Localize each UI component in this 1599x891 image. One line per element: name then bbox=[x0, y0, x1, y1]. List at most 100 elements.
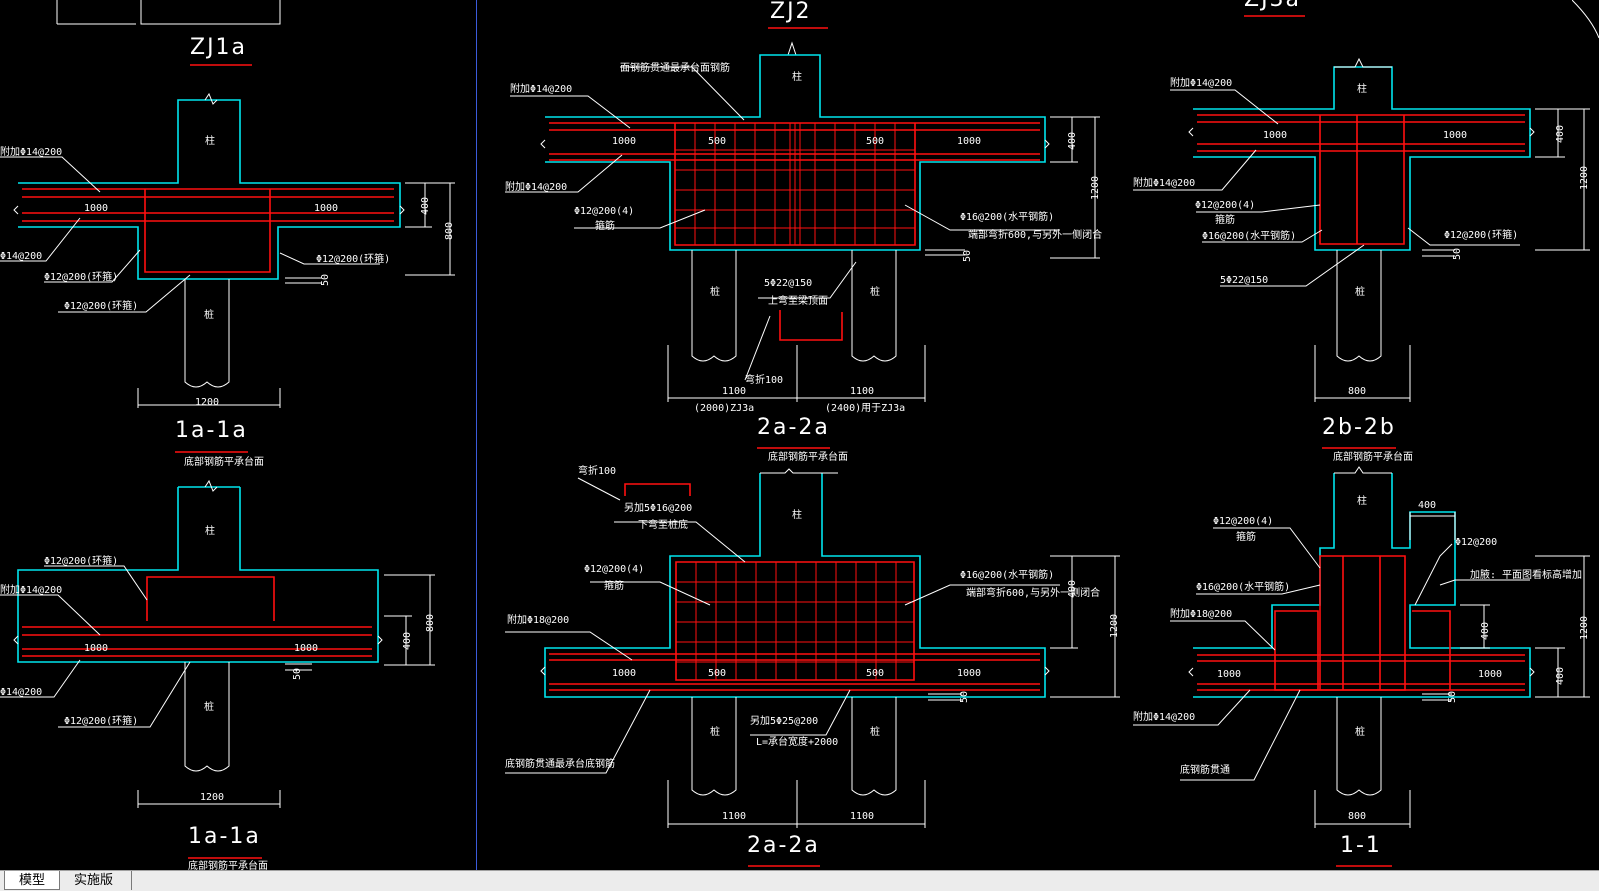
dim-400-mid: 400 bbox=[1480, 622, 1491, 640]
label-stirrup-2: 箍筋 bbox=[1236, 530, 1256, 543]
dim-1200: 1200 bbox=[1579, 166, 1590, 190]
label-add14-a: 附加Φ14@200 bbox=[510, 82, 572, 95]
label-bottom: 底钢筋贯通最承台底钢筋 bbox=[505, 757, 615, 770]
label-bar25: 另加5Φ25@200 bbox=[750, 715, 818, 727]
dim-1000-left: 1000 bbox=[1217, 669, 1241, 680]
title-1a-1a-bottom: 1a-1a bbox=[188, 824, 261, 849]
dim-1000-left: 1000 bbox=[612, 668, 636, 679]
label-column: 柱 bbox=[792, 508, 802, 521]
label-horiz: Φ16@200(水平钢筋) bbox=[960, 210, 1054, 223]
label-ring12-b: Φ12@200(环箍) bbox=[64, 299, 138, 312]
label-pile-right: 桩 bbox=[870, 285, 880, 298]
dim-1000-right: 1000 bbox=[1443, 130, 1467, 141]
label-column: 柱 bbox=[1357, 82, 1367, 95]
subtitle-1a-top: 底部钢筋平承台面 bbox=[184, 455, 264, 468]
dim-50: 50 bbox=[292, 668, 303, 680]
label-stirrup: Φ12@200(4) bbox=[574, 206, 634, 217]
label-bar25-b: L=承台宽度+2000 bbox=[756, 735, 838, 748]
label-add14-b: 附加Φ14@200 bbox=[505, 180, 567, 193]
label-pile: 桩 bbox=[204, 700, 214, 713]
label-bar16-b: 下弯至桩底 bbox=[638, 518, 688, 531]
dim-1000-right: 1000 bbox=[957, 136, 981, 147]
label-add14-a: 附加Φ14@200 bbox=[0, 583, 62, 596]
dim-800: 800 bbox=[1348, 811, 1366, 822]
label-add18: 附加Φ18@200 bbox=[507, 613, 569, 626]
label-column: 柱 bbox=[1357, 494, 1367, 507]
label-top-face: 面钢筋贯通最承台面钢筋 bbox=[620, 61, 730, 74]
label-add14-b: Φ14@200 bbox=[0, 687, 42, 698]
label-bar22: 5Φ22@150 bbox=[764, 278, 812, 289]
dim-1200: 1200 bbox=[1090, 176, 1101, 200]
title-zj2: ZJ2 bbox=[770, 0, 812, 24]
detail-1-1: Φ12@200(4) 箍筋 Φ16@200(水平钢筋) 附加Φ18@200 附加… bbox=[1133, 466, 1590, 867]
label-pile-left: 桩 bbox=[710, 725, 720, 738]
label-bottom: 底钢筋贯通 bbox=[1180, 763, 1230, 776]
title-1-1: 1-1 bbox=[1340, 833, 1382, 858]
dim-500-left: 500 bbox=[708, 668, 726, 679]
label-pile: 桩 bbox=[1355, 285, 1365, 298]
label-ring: Φ12@200 bbox=[1455, 537, 1497, 548]
subtitle-2a-top: 底部钢筋平承台面 bbox=[768, 450, 848, 463]
dim-50: 50 bbox=[1452, 248, 1463, 260]
title-2a-2a-top: 2a-2a bbox=[757, 415, 830, 440]
dim-400: 400 bbox=[1067, 132, 1078, 150]
label-stirrup: Φ12@200(4) bbox=[584, 564, 644, 575]
dim-50: 50 bbox=[962, 250, 973, 262]
label-horiz-2: 端部弯折600,与另外一侧闭合 bbox=[968, 228, 1102, 241]
label-column: 柱 bbox=[205, 524, 215, 537]
tab-model[interactable]: 模型 bbox=[4, 871, 60, 890]
dim-500-right: 500 bbox=[866, 136, 884, 147]
dim-50: 50 bbox=[959, 691, 970, 703]
label-horiz-2: 端部弯折600,与另外一侧闭合 bbox=[966, 586, 1100, 599]
label-ring: Φ12@200(环箍) bbox=[1444, 228, 1518, 241]
dim-1000-right: 1000 bbox=[314, 203, 338, 214]
title-1a-1a-top: 1a-1a bbox=[175, 418, 248, 443]
label-stirrup: Φ12@200(4) bbox=[1213, 516, 1273, 527]
label-stirrup-2: 箍筋 bbox=[604, 579, 624, 592]
label-stirrup-2: 箍筋 bbox=[1215, 213, 1235, 226]
dim-50: 50 bbox=[1447, 691, 1458, 703]
dim-800: 800 bbox=[444, 222, 455, 240]
title-zj1a: ZJ1a bbox=[190, 35, 247, 60]
label-horiz: Φ16@200(水平钢筋) bbox=[960, 568, 1054, 581]
dim-1000-left: 1000 bbox=[1263, 130, 1287, 141]
subtitle-1a-bottom: 底部钢筋平承台面 bbox=[188, 859, 268, 870]
tab-layout[interactable]: 实施版 bbox=[62, 871, 132, 890]
dim-1000-right: 1000 bbox=[957, 668, 981, 679]
dim-50: 50 bbox=[320, 274, 331, 286]
label-horiz: Φ16@200(水平钢筋) bbox=[1202, 229, 1296, 242]
detail-1a-top: ZJ1a 附加Φ14@200 Φ14@200 Φ12@200(环箍) Φ12@2… bbox=[0, 0, 455, 468]
dim-1100-right: 1100 bbox=[850, 386, 874, 397]
label-column: 柱 bbox=[205, 134, 215, 147]
dim-400: 400 bbox=[402, 632, 413, 650]
title-zj3a: ZJ3a bbox=[1244, 0, 1301, 12]
dim-500-left: 500 bbox=[708, 136, 726, 147]
dim-1100-right: 1100 bbox=[850, 811, 874, 822]
label-ring12-a: Φ12@200(环箍) bbox=[44, 270, 118, 283]
label-stirrup-2: 箍筋 bbox=[595, 219, 615, 232]
label-column: 柱 bbox=[792, 70, 802, 83]
title-2b-2b: 2b-2b bbox=[1322, 415, 1396, 440]
detail-2a-bottom: 弯折100 另加5Φ16@200 下弯至桩底 Φ12@200(4) 箍筋 Φ16… bbox=[505, 464, 1120, 867]
dim-1100-left: 1100 bbox=[722, 811, 746, 822]
label-ring12-b: Φ12@200(环箍) bbox=[64, 714, 138, 727]
dim-1000-right: 1000 bbox=[1478, 669, 1502, 680]
subtitle-2b: 底部钢筋平承台面 bbox=[1333, 450, 1413, 463]
dim-1100-left: 1100 bbox=[722, 386, 746, 397]
dim-1000-right: 1000 bbox=[294, 643, 318, 654]
dim-1200: 1200 bbox=[200, 792, 224, 803]
label-foot-right: (2400)用于ZJ3a bbox=[825, 403, 905, 414]
dim-400-low: 400 bbox=[1555, 667, 1566, 685]
dim-500-right: 500 bbox=[866, 668, 884, 679]
dim-400: 400 bbox=[1555, 125, 1566, 143]
detail-2a-top: ZJ2 面钢筋贯通最承台面钢筋 附加Φ14@200 附加Φ14@200 Φ12@… bbox=[505, 0, 1102, 463]
dim-800: 800 bbox=[425, 614, 436, 632]
label-bend100: 弯折100 bbox=[578, 464, 616, 477]
label-bar22: 5Φ22@150 bbox=[1220, 275, 1268, 286]
title-2a-2a-bottom: 2a-2a bbox=[747, 833, 820, 858]
dim-400: 400 bbox=[420, 197, 431, 215]
label-horiz: Φ16@200(水平钢筋) bbox=[1196, 580, 1290, 593]
label-extra: 加腋: 平面图看标高增加 bbox=[1470, 568, 1582, 581]
detail-2b: ZJ3a 附加Φ14@200 附加Φ14@200 Φ12@200(4) 箍筋 Φ… bbox=[1133, 0, 1590, 463]
